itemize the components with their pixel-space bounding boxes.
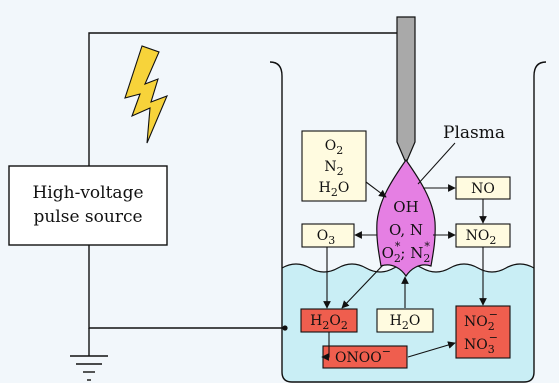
gas-n2: N2 <box>324 159 343 178</box>
no2-label: NO2 <box>466 228 497 247</box>
h2o-liquid-label: H2O <box>390 313 421 332</box>
bottom-wire <box>88 245 284 329</box>
pulse-source-box <box>8 165 168 246</box>
plasma-leader-line <box>417 142 456 185</box>
top-wire <box>88 32 406 166</box>
h2o2-label: H2O2 <box>310 313 348 332</box>
plasma-species-oh: OH <box>393 198 418 216</box>
o3-box <box>301 223 355 248</box>
arrow-h2o2-to-peroxynitrite <box>321 332 330 361</box>
plasma-label: Plasma <box>443 123 505 143</box>
lightning-bolt-icon <box>124 45 169 144</box>
reaction-arrows <box>321 181 487 361</box>
pulse-source-line2: pulse source <box>33 207 142 227</box>
h2o-liquid-box <box>376 308 434 333</box>
needle-electrode <box>396 16 416 165</box>
pulse-source-line1: High-voltage <box>32 183 143 203</box>
nitrate-label: NO3− <box>464 331 498 356</box>
arrow-plasma-to-h2o2 <box>341 264 384 309</box>
ground-symbol-icon <box>70 355 108 381</box>
arrow-gas-to-plasma <box>365 181 387 198</box>
o3-label: O3 <box>317 228 335 247</box>
plasma-region <box>376 158 436 278</box>
beaker <box>269 61 547 383</box>
gas-o2: O2 <box>325 138 343 157</box>
plasma-species-on: O, N <box>389 221 423 239</box>
peroxynitrite-label: ONOO− <box>335 345 391 366</box>
arrow-peroxynitrite-to-nitrate <box>407 341 456 358</box>
plasma-species-excited: O2*; N2* <box>382 240 431 265</box>
liquid-contact <box>282 325 288 331</box>
gas-input-box <box>301 130 367 202</box>
nitrite-label: NO2− <box>464 308 498 333</box>
no-label: NO <box>471 181 495 197</box>
nitrite-nitrate-box <box>455 305 511 359</box>
gas-h2o: H2O <box>319 180 350 199</box>
